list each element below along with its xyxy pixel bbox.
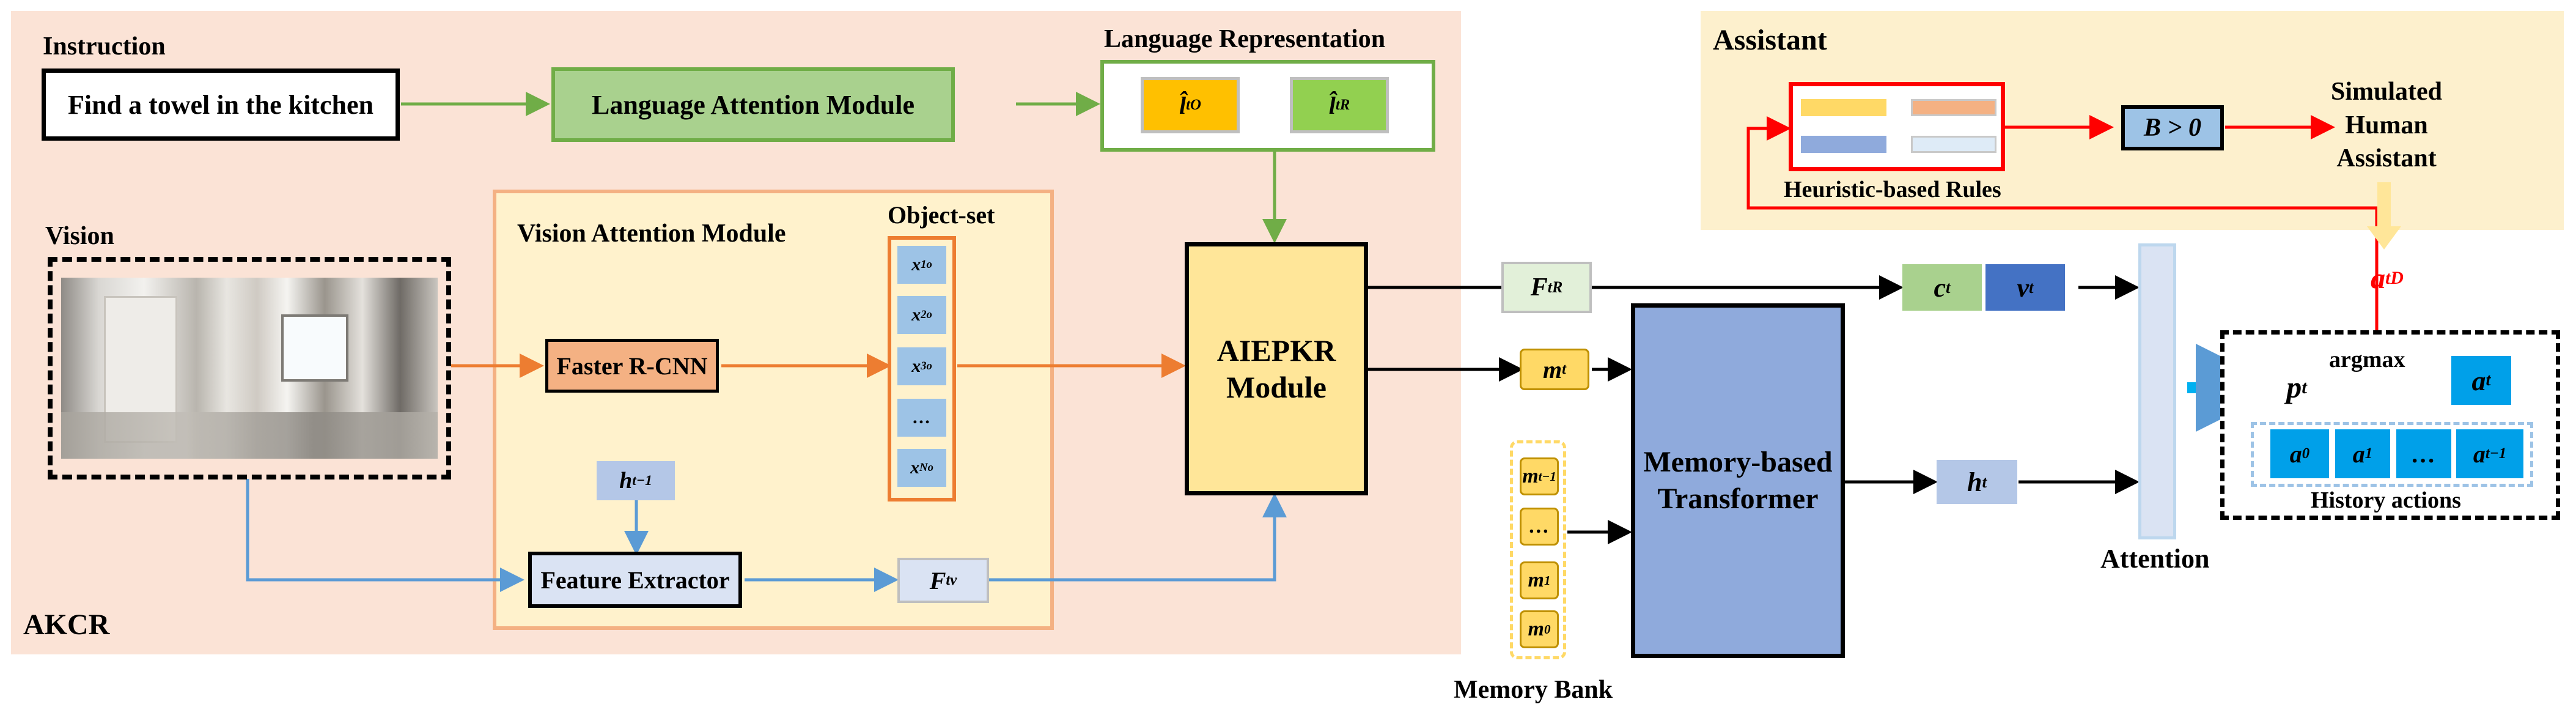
panorama-image	[61, 278, 438, 459]
memory-bank-label: Memory Bank	[1454, 676, 1613, 704]
panorama-floor	[61, 412, 438, 459]
instruction-label: Instruction	[43, 32, 166, 61]
rule-bar-1	[1801, 99, 1886, 116]
vision-attention-module-label: Vision Attention Module	[517, 220, 786, 248]
attention-label: Attention	[2100, 544, 2210, 574]
heuristic-rules-box	[1789, 82, 2005, 171]
rule-bar-3	[1801, 136, 1886, 153]
condition-box: B > 0	[2121, 105, 2224, 150]
vision-frame	[48, 257, 451, 479]
instruction-box: Find a towel in the kitchen	[42, 68, 400, 141]
language-attention-module: Language Attention Module	[551, 67, 955, 142]
feature-extractor: Feature Extractor	[528, 552, 742, 608]
instruction-text: Find a towel in the kitchen	[68, 89, 374, 120]
argmax-label: argmax	[2329, 347, 2405, 372]
akcr-label: AKCR	[23, 609, 110, 641]
history-action-token: …	[2396, 429, 2451, 478]
history-actions-label: History actions	[2311, 487, 2461, 513]
vision-label: Vision	[45, 222, 114, 250]
heuristic-rules-label: Heuristic-based Rules	[1784, 177, 2001, 202]
memory-token: …	[1520, 508, 1559, 546]
language-representation-label: Language Representation	[1104, 25, 1386, 53]
rule-bar-2	[1911, 99, 1996, 116]
faster-rcnn: Faster R-CNN	[545, 339, 719, 393]
object-set-label: Object-set	[888, 201, 995, 229]
assistant-label: Assistant	[1713, 24, 1827, 56]
memory-bank-frame	[1510, 440, 1566, 659]
history-frame	[2251, 422, 2533, 487]
attention-bar	[2138, 243, 2176, 539]
object-token: …	[897, 399, 946, 437]
panorama-window	[281, 314, 348, 382]
rule-bar-4	[1911, 136, 1996, 153]
